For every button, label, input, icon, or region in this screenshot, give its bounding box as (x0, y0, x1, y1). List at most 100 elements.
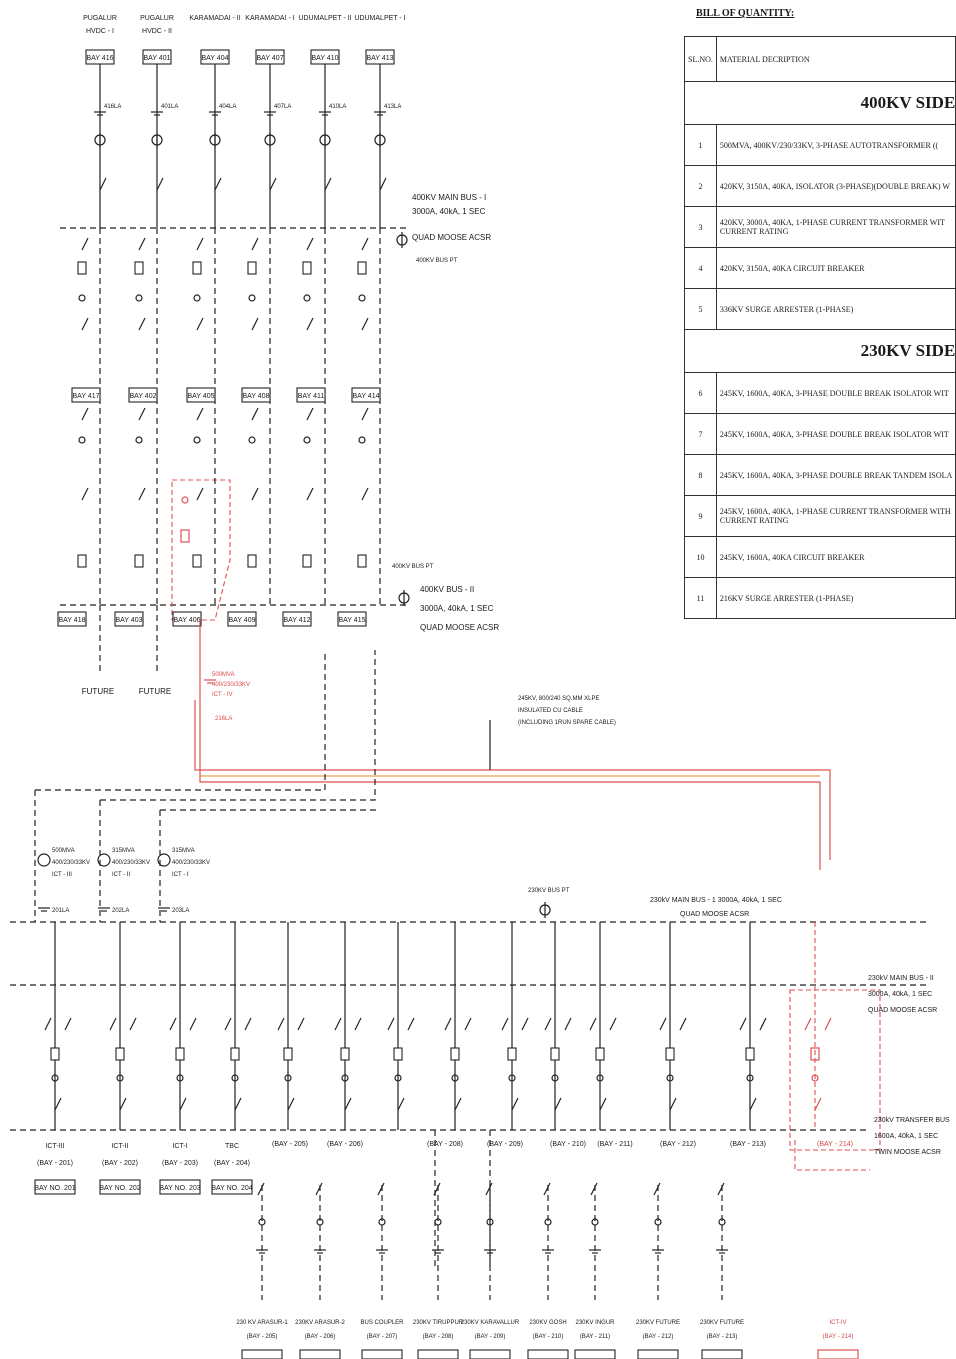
boq-section-230: 230KV SIDE (683, 329, 956, 373)
boq-item-desc: 500MVA, 400KV/230/33KV, 3-PHASE AUTOTRAN… (715, 124, 956, 166)
bus1-400-conductor: QUAD MOOSE ACSR (412, 233, 491, 242)
isolator-symbol (54, 1097, 62, 1111)
current-transformer-symbol (666, 1074, 674, 1082)
boq-item-desc: 245KV, 1600A, 40KA CIRCUIT BREAKER (715, 536, 956, 578)
feeder-bay-box: BAY 410 (312, 55, 339, 62)
boq-item-desc: 245KV, 1600A, 40KA, 3-PHASE DOUBLE BREAK… (715, 372, 956, 414)
current-transformer-symbol (78, 436, 86, 444)
boq-title: BILL OF QUANTITY: (696, 8, 795, 19)
isolator-symbol (361, 237, 369, 251)
isolator-symbol (804, 1017, 812, 1031)
isolator-symbol (379, 177, 387, 191)
circuit-breaker-symbol (230, 1047, 240, 1061)
bus1-400-label: 400KV MAIN BUS - I (412, 193, 486, 202)
left-bay-name: ICT-I (172, 1143, 187, 1150)
current-transformer-symbol (486, 1218, 494, 1226)
outgoing-bay-box (241, 1349, 283, 1359)
circuit-breaker-symbol (134, 554, 144, 568)
current-transformer-symbol (394, 1074, 402, 1082)
bus2-400-conductor: QUAD MOOSE ACSR (420, 623, 499, 632)
busbar-lines (10, 227, 930, 1270)
left-bay-name: ICT-II (111, 1143, 128, 1150)
feeder-bay-box: BAY 407 (257, 55, 284, 62)
circuit-breaker-symbol (115, 1047, 125, 1061)
mid-bay-number: (BAY - 206) (327, 1141, 363, 1148)
left-bay-name: TBC (225, 1143, 239, 1150)
circuit-breaker-symbol (192, 554, 202, 568)
feeder-name: PUGALUR (140, 15, 174, 22)
boq-item-no: 4 (684, 247, 717, 289)
isolator-symbol (81, 407, 89, 421)
mid-bay-number: (BAY - 212) (660, 1141, 696, 1148)
isolator-symbol (138, 487, 146, 501)
bus1-400-pt-label: 400KV BUS PT (416, 258, 458, 264)
bus2-400-pt-label: 400KV BUS PT (392, 564, 434, 570)
boq-item-desc: 420KV, 3000A, 40KA, 1-PHASE CURRENT TRAN… (715, 206, 956, 248)
boq-item-no: 6 (684, 372, 717, 414)
boq-item-desc: 420KV, 3150A, 40KA, ISOLATOR (3-PHASE)(D… (715, 165, 956, 207)
circuit-breaker-symbol (283, 1047, 293, 1061)
cable-note: (INCLUDING 1RUN SPARE CABLE) (518, 720, 616, 726)
current-transformer-symbol (135, 294, 143, 302)
left-bay-box: BAY NO. 202 (99, 1185, 140, 1192)
isolator-symbol (814, 1097, 822, 1111)
feeder-bay-box: BAY 401 (144, 55, 171, 62)
isolator-symbol (138, 407, 146, 421)
circuit-breaker-symbol (595, 1047, 605, 1061)
circuit-breaker-symbol (302, 554, 312, 568)
current-transformer-symbol (341, 1074, 349, 1082)
circuit-breaker-symbol (50, 1047, 60, 1061)
isolator-symbol (589, 1017, 597, 1031)
current-transformer-symbol (116, 1074, 124, 1082)
isolator-symbol (659, 1017, 667, 1031)
ict4-ratio: 400/230/33KV (212, 682, 250, 688)
isolator-symbol (179, 1097, 187, 1111)
future-label: FUTURE (82, 687, 114, 696)
left-bay-box: BAY NO. 204 (211, 1185, 252, 1192)
current-transformer-symbol (544, 1218, 552, 1226)
isolator-symbol (354, 1017, 362, 1031)
isolator-symbol (669, 1097, 677, 1111)
isolator-symbol (361, 407, 369, 421)
circuit-breaker-symbol (340, 1047, 350, 1061)
outgoing-bay-box (527, 1349, 569, 1359)
middle-bay-box: BAY 405 (188, 393, 215, 400)
outgoing-feeder-bay: (BAY - 214) (823, 1334, 854, 1340)
isolator-symbol (759, 1017, 767, 1031)
bottom-bay-box-frame (172, 611, 202, 627)
outgoing-feeder-bay: (BAY - 213) (707, 1334, 738, 1340)
isolator-symbol (739, 1017, 747, 1031)
surge-arrester-label: 404LA (219, 104, 236, 110)
transformer-icon (157, 853, 171, 867)
left-bay-number: (BAY - 202) (102, 1160, 138, 1167)
left-bay-box-frame (211, 1179, 253, 1195)
current-transformer-symbol (316, 1218, 324, 1226)
isolator-symbol (257, 1182, 265, 1196)
outgoing-feeder-name: 230KV TIRUPPUR (413, 1320, 464, 1326)
left-bay-box-frame (34, 1179, 76, 1195)
isolator-symbol (251, 317, 259, 331)
current-transformer-symbol (193, 294, 201, 302)
isolator-symbol (277, 1017, 285, 1031)
isolator-symbol (543, 1182, 551, 1196)
boq-item-desc-line1: 420KV, 3000A, 40KA, 1-PHASE CURRENT TRAN… (719, 218, 945, 227)
outgoing-feeder-name: BUS COUPLER (360, 1320, 404, 1326)
bill-of-quantity: BILL OF QUANTITY: SL.NO. MATERIAL DECRIP… (680, 0, 956, 652)
outgoing-feeder-bay: (BAY - 205) (247, 1334, 278, 1340)
circuit-breaker-symbol (77, 261, 87, 275)
surge-arrester-label: 410LA (329, 104, 346, 110)
cable-spec: 245KV, 800/240 SQ.MM XLPE (518, 696, 600, 702)
mid-bay-number: (BAY - 210) (550, 1141, 586, 1148)
feeder-name: UDUMALPET - II (298, 15, 351, 22)
outgoing-feeder-bay: (BAY - 209) (475, 1334, 506, 1340)
bus2-230-conductor: QUAD MOOSE ACSR (868, 1007, 937, 1014)
current-transformer-symbol (248, 294, 256, 302)
middle-bay-box: BAY 414 (353, 393, 380, 400)
outgoing-bay-box (469, 1349, 511, 1359)
isolator-symbol (306, 317, 314, 331)
outgoing-feeder-bay: (BAY - 207) (367, 1334, 398, 1340)
isolator-symbol (361, 487, 369, 501)
isolator-symbol (564, 1017, 572, 1031)
isolator-symbol (324, 177, 332, 191)
mid-bay-number: (BAY - 211) (597, 1141, 632, 1148)
